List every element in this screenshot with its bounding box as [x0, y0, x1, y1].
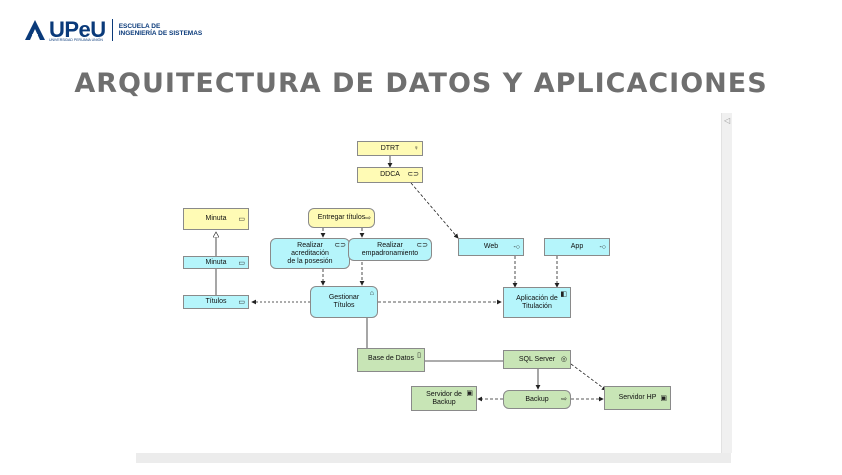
business-object-icon: ▭ [238, 216, 245, 223]
page-title: ARQUITECTURA DE DATOS Y APLICACIONES [74, 68, 768, 99]
node-dtrt[interactable]: DTRT ♀ [357, 141, 423, 156]
data-object-icon: ▭ [238, 260, 245, 267]
node-base-datos[interactable]: Base de Datos ▯ [357, 348, 425, 372]
actor-icon: ♀ [413, 145, 419, 152]
scroll-left-icon[interactable]: ◁ [724, 116, 731, 125]
edge-sqlserver-servidorhp [570, 363, 607, 391]
data-object-icon: ▭ [238, 299, 245, 306]
node-servidor-hp[interactable]: Servidor HP ▣ [604, 386, 671, 410]
service-icon: ⊂⊃ [334, 242, 346, 249]
horizontal-scrollbar[interactable] [136, 453, 731, 463]
interface-icon: -○ [599, 244, 606, 251]
node-empadronamiento[interactable]: Realizar empadronamiento ⊂⊃ [348, 238, 432, 261]
school-line-2: INGENIERÍA DE SISTEMAS [118, 30, 203, 37]
device-icon: ▣ [660, 395, 667, 402]
node-acreditacion[interactable]: Realizar acreditación de la posesión ⊂⊃ [270, 238, 350, 269]
interface-icon: -○ [513, 244, 520, 251]
function-icon: ⌂ [369, 290, 374, 297]
node-minuta-mid[interactable]: Minuta ▭ [183, 256, 249, 269]
node-servidor-backup[interactable]: Servidor de Backup ▣ [411, 386, 477, 411]
node-aplicacion-titulacion[interactable]: Aplicación de Titulación ◧ [503, 287, 571, 318]
service-icon: ⊂⊃ [416, 242, 428, 249]
node-backup[interactable]: Backup ⇨ [503, 390, 571, 409]
node-web[interactable]: Web -○ [458, 238, 524, 256]
school-name: ESCUELA DE INGENIERÍA DE SISTEMAS [119, 23, 203, 38]
edge-ddca-web [410, 182, 459, 239]
vertical-scrollbar[interactable]: ◁ [721, 113, 732, 453]
logo-divider [111, 19, 113, 41]
node-titulos[interactable]: Títulos ▭ [183, 295, 249, 309]
node-entregar-titulos[interactable]: Entregar títulos ⇨ [308, 208, 375, 228]
diagram-edges [136, 156, 607, 402]
node-ddca[interactable]: DDCA ⊂⊃ [357, 167, 423, 183]
component-icon: ◧ [560, 291, 567, 298]
node-minuta-top[interactable]: Minuta ▭ [183, 208, 249, 230]
tech-process-icon: ⇨ [561, 396, 567, 403]
device-icon: ▣ [466, 390, 473, 397]
node-sql-server[interactable]: SQL Server ◎ [503, 350, 571, 369]
node-app[interactable]: App -○ [544, 238, 610, 256]
logo-subtext: UNIVERSIDAD PERUANA UNIÓN [49, 38, 103, 42]
logo-text: UPeU [49, 17, 106, 42]
upeu-logo-icon [25, 20, 45, 40]
system-software-icon: ◎ [560, 356, 567, 363]
node-gestionar-titulos[interactable]: Gestionar Títulos ⌂ [310, 286, 378, 318]
diagram-canvas: DTRT ♀ DDCA ⊂⊃ Minuta ▭ Entregar títulos… [136, 113, 721, 453]
role-icon: ⊂⊃ [407, 171, 419, 178]
school-line-1: ESCUELA DE [118, 22, 161, 30]
process-icon: ⇨ [365, 215, 371, 222]
upeu-logo: UPeU ESCUELA DE INGENIERÍA DE SISTEMAS [24, 17, 202, 43]
artifact-icon: ▯ [417, 352, 421, 359]
